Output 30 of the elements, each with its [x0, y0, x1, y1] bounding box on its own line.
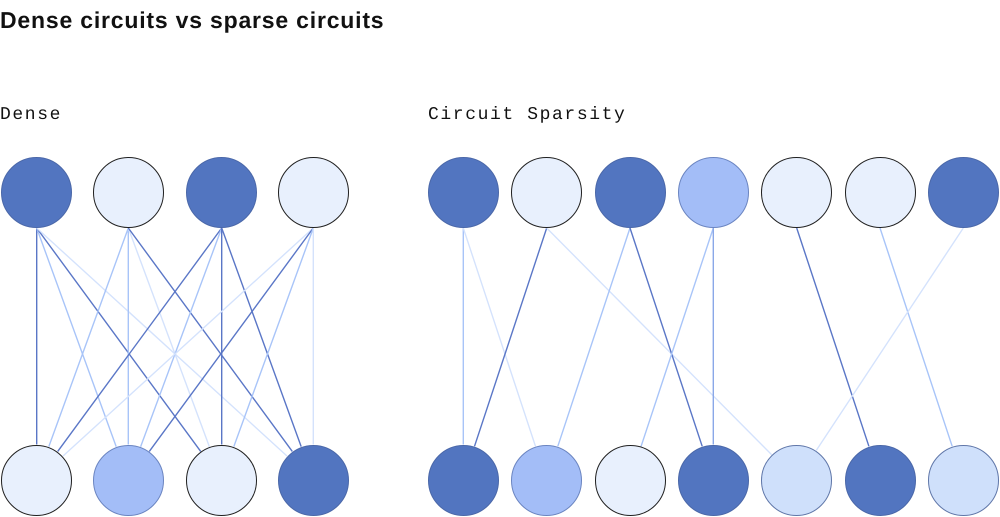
connection-line	[36, 228, 38, 444]
connection-line	[712, 228, 714, 444]
section-label: Dense	[0, 104, 62, 127]
connection-line	[557, 228, 631, 447]
connection-line	[312, 228, 314, 444]
connection-line	[36, 228, 202, 452]
connection-line	[879, 228, 953, 447]
connection-line	[474, 228, 548, 447]
title: Dense circuits vs sparse circuits	[0, 6, 384, 34]
connection-line	[796, 228, 870, 447]
connection-line	[62, 227, 314, 457]
connection-line	[546, 228, 772, 456]
connection-line	[233, 228, 314, 447]
connection-line	[221, 228, 222, 444]
connection-line	[462, 228, 536, 447]
section-label: Circuit Sparsity	[428, 104, 626, 127]
connection-line	[128, 228, 129, 444]
connection-line	[462, 228, 464, 444]
connection-line	[629, 228, 703, 447]
connection-line	[36, 227, 288, 457]
connection-line	[36, 228, 117, 447]
connection-line	[148, 228, 314, 452]
connection-line	[128, 228, 210, 447]
connection-line	[221, 228, 302, 447]
connection-line	[57, 228, 222, 452]
connection-line	[816, 228, 964, 451]
connection-line	[128, 228, 293, 452]
connection-line	[140, 228, 222, 447]
connection-line	[48, 228, 129, 447]
connection-line	[640, 228, 714, 447]
